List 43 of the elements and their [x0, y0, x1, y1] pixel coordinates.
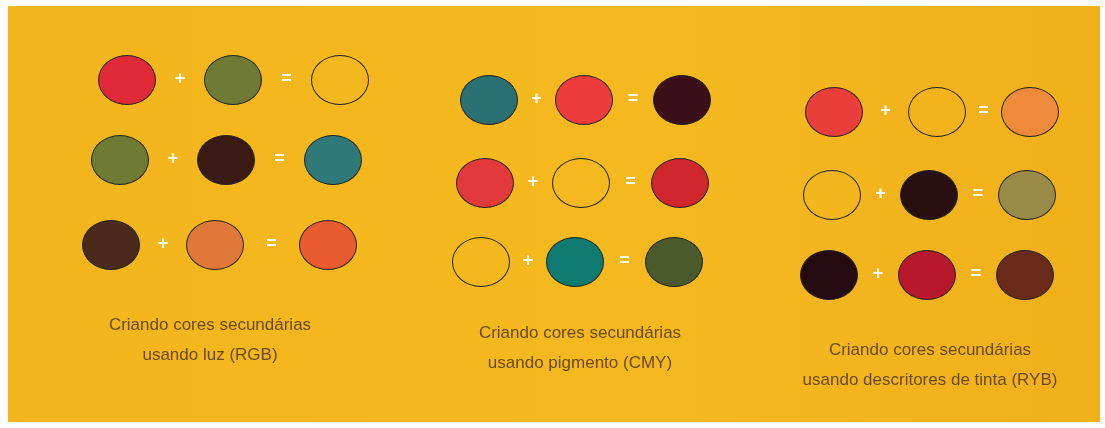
color-circle — [805, 87, 863, 137]
plus-sign: + — [173, 68, 187, 89]
equals-sign: = — [971, 183, 985, 204]
color-circle — [82, 220, 140, 270]
color-circle — [651, 158, 709, 208]
color-circle — [91, 135, 149, 185]
equals-sign: = — [273, 148, 286, 169]
equals-sign: = — [969, 263, 983, 284]
color-circle — [299, 220, 357, 270]
color-circle — [645, 237, 703, 287]
plus-sign: + — [530, 88, 543, 109]
color-circle — [98, 55, 156, 105]
plus-sign: + — [871, 263, 885, 284]
caption: Criando cores secundárias usando pigmento (CMY) — [477, 322, 683, 374]
color-circle — [546, 237, 604, 287]
equals-sign: = — [265, 233, 278, 254]
equals-sign: = — [624, 171, 637, 192]
color-circle — [800, 250, 858, 300]
equals-sign: = — [977, 100, 990, 121]
color-circle — [204, 55, 262, 105]
color-circle — [460, 75, 518, 125]
color-circle — [996, 250, 1054, 300]
equals-sign: = — [618, 250, 631, 271]
color-circle — [186, 220, 244, 270]
equals-sign: = — [626, 88, 640, 109]
plus-sign: + — [166, 148, 180, 169]
color-circle — [555, 75, 613, 125]
color-circle — [998, 170, 1056, 220]
plus-sign: + — [526, 171, 540, 192]
color-circle — [197, 135, 255, 185]
color-circle — [900, 170, 958, 220]
equals-sign: = — [280, 68, 293, 89]
caption: Criando cores secundárias usando descritores de tinta (RYB) — [801, 339, 1059, 391]
color-circle — [304, 135, 362, 185]
plus-sign: + — [156, 233, 170, 254]
plus-sign: + — [521, 250, 535, 271]
color-circle — [456, 158, 514, 208]
caption: Criando cores secundárias usando luz (RGB) — [107, 314, 313, 366]
color-circle — [653, 75, 711, 125]
plus-sign: + — [874, 183, 887, 204]
color-circle — [1001, 87, 1059, 137]
plus-sign: + — [879, 100, 892, 121]
color-circle — [898, 250, 956, 300]
